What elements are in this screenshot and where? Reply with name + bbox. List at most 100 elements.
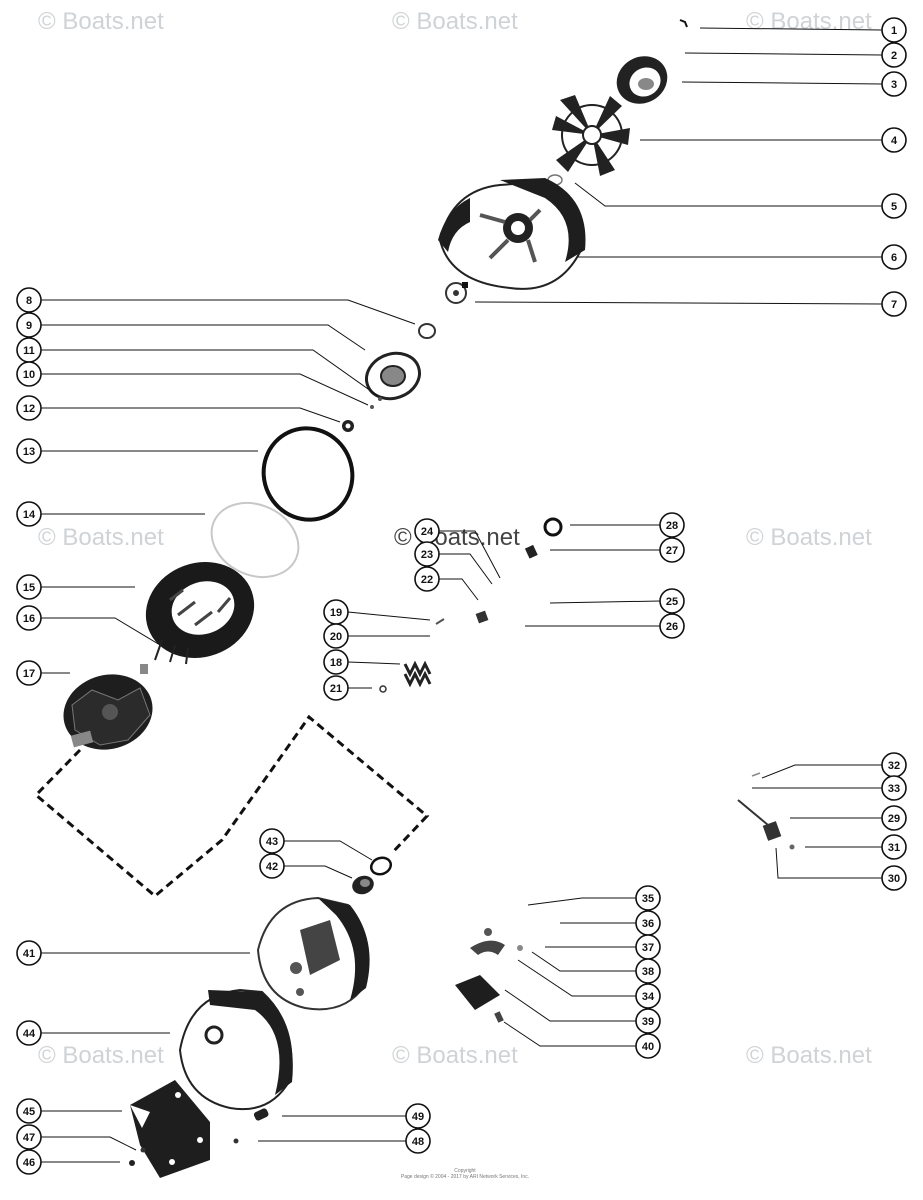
part-1-nut: [679, 19, 688, 28]
callout-2[interactable]: 2: [881, 42, 907, 68]
leader-line-42: [284, 865, 353, 879]
callout-21[interactable]: 21: [323, 675, 349, 701]
callout-23[interactable]: 23: [414, 541, 440, 567]
callout-circle: [16, 395, 42, 421]
callout-20[interactable]: 20: [323, 623, 349, 649]
callout-number: 17: [23, 668, 35, 680]
callout-13[interactable]: 13: [16, 438, 42, 464]
part-13-o-ring: [261, 426, 355, 522]
callout-number: 41: [23, 948, 35, 960]
callout-number: 9: [26, 320, 32, 332]
callout-29[interactable]: 29: [881, 805, 907, 831]
callout-28[interactable]: 28: [659, 512, 685, 538]
callout-circle: [635, 885, 661, 911]
callout-49[interactable]: 49: [405, 1103, 431, 1129]
callout-46[interactable]: 46: [16, 1149, 42, 1175]
part-7-bearing: [445, 282, 468, 304]
callout-circle: [16, 287, 42, 313]
callout-12[interactable]: 12: [16, 395, 42, 421]
callout-7[interactable]: 7: [881, 291, 907, 317]
callout-42[interactable]: 42: [259, 853, 285, 879]
part-17-rotor: [63, 664, 153, 750]
callout-11[interactable]: 11: [16, 337, 42, 363]
callout-circle: [16, 940, 42, 966]
callout-number: 31: [888, 842, 900, 854]
callout-25[interactable]: 25: [659, 588, 685, 614]
part-10-11-screws: [370, 397, 382, 409]
callout-10[interactable]: 10: [16, 361, 42, 387]
callout-18[interactable]: 18: [323, 649, 349, 675]
callout-34[interactable]: 34: [635, 983, 661, 1009]
callout-31[interactable]: 31: [881, 834, 907, 860]
callout-circle: [635, 983, 661, 1009]
callout-41[interactable]: 41: [16, 940, 42, 966]
callout-37[interactable]: 37: [635, 934, 661, 960]
part-8-washer: [418, 323, 436, 339]
callout-circle: [259, 828, 285, 854]
callout-8[interactable]: 8: [16, 287, 42, 313]
leader-line-7: [474, 301, 883, 305]
leader-line-24: [439, 530, 501, 579]
leader-line-8: [41, 299, 416, 325]
callout-circle: [16, 438, 42, 464]
callout-number: 19: [330, 607, 342, 619]
part-44-rear-cover: [178, 988, 293, 1111]
callout-4[interactable]: 4: [881, 127, 907, 153]
callout-3[interactable]: 3: [881, 71, 907, 97]
callout-30[interactable]: 30: [881, 865, 907, 891]
callout-number: 2: [891, 50, 897, 62]
callout-circle: [323, 675, 349, 701]
callout-circle: [881, 17, 907, 43]
callout-circle: [659, 613, 685, 639]
callout-circle: [881, 834, 907, 860]
copyright-footer: Copyright Page design © 2004 - 2017 by A…: [370, 1168, 560, 1180]
callout-number: 38: [642, 966, 654, 978]
callout-17[interactable]: 17: [16, 660, 42, 686]
callout-number: 43: [266, 836, 278, 848]
callout-45[interactable]: 45: [16, 1098, 42, 1124]
callout-number: 11: [23, 345, 35, 357]
callout-number: 37: [642, 942, 654, 954]
watermark: © Boats.net: [746, 8, 872, 35]
callout-44[interactable]: 44: [16, 1020, 42, 1046]
callout-15[interactable]: 15: [16, 574, 42, 600]
callout-number: 6: [891, 252, 897, 264]
callout-38[interactable]: 38: [635, 958, 661, 984]
callout-36[interactable]: 36: [635, 910, 661, 936]
callout-24[interactable]: 24: [414, 518, 440, 544]
leader-line-38: [531, 951, 636, 972]
watermark: © Boats.net: [746, 524, 872, 551]
callout-1[interactable]: 1: [881, 17, 907, 43]
callout-48[interactable]: 48: [405, 1128, 431, 1154]
callout-47[interactable]: 47: [16, 1124, 42, 1150]
leader-line-12: [41, 407, 341, 423]
callout-27[interactable]: 27: [659, 537, 685, 563]
part-16-stator-leads: [154, 639, 189, 665]
part-3-pulley: [616, 56, 668, 104]
callout-16[interactable]: 16: [16, 605, 42, 631]
part-42-43-bushing-ring: [352, 856, 393, 895]
callout-5[interactable]: 5: [881, 193, 907, 219]
callout-6[interactable]: 6: [881, 244, 907, 270]
callout-number: 36: [642, 918, 654, 930]
callout-circle: [16, 1020, 42, 1046]
callout-19[interactable]: 19: [323, 599, 349, 625]
callout-32[interactable]: 32: [881, 752, 907, 778]
callout-35[interactable]: 35: [635, 885, 661, 911]
callout-22[interactable]: 22: [414, 566, 440, 592]
callout-number: 45: [23, 1106, 35, 1118]
callout-14[interactable]: 14: [16, 501, 42, 527]
leader-line-9: [41, 324, 366, 351]
callout-circle: [659, 537, 685, 563]
callout-circle: [414, 541, 440, 567]
callout-39[interactable]: 39: [635, 1008, 661, 1034]
callout-9[interactable]: 9: [16, 312, 42, 338]
watermark: © Boats.net: [38, 1042, 164, 1069]
callout-33[interactable]: 33: [881, 775, 907, 801]
callout-circle: [405, 1103, 431, 1129]
callout-43[interactable]: 43: [259, 828, 285, 854]
callout-circle: [659, 588, 685, 614]
callout-number: 3: [891, 79, 897, 91]
callout-40[interactable]: 40: [635, 1033, 661, 1059]
callout-26[interactable]: 26: [659, 613, 685, 639]
